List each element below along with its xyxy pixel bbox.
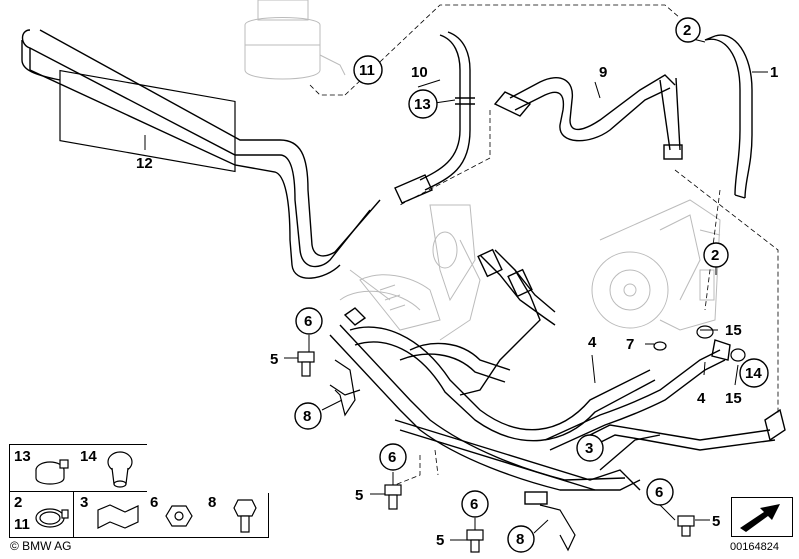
svg-text:6: 6 xyxy=(388,449,396,466)
svg-text:14: 14 xyxy=(745,365,762,382)
callout-15-b: 15 xyxy=(725,390,742,407)
svg-text:6: 6 xyxy=(304,313,312,330)
svg-text:8: 8 xyxy=(516,531,524,548)
callout-12: 12 xyxy=(136,155,153,172)
steering-gear-ghost xyxy=(339,204,481,341)
svg-text:3: 3 xyxy=(585,440,593,457)
diagram-code: 00164824 xyxy=(730,541,779,553)
svg-text:1: 1 xyxy=(770,64,778,81)
svg-text:5: 5 xyxy=(355,487,363,504)
callout-6-c: 6 xyxy=(461,490,489,518)
return-line-10 xyxy=(394,31,475,204)
legend-3-label: 3 xyxy=(80,494,89,511)
svg-text:15: 15 xyxy=(725,390,742,407)
bolt-5-d xyxy=(677,515,695,537)
power-steering-pump-ghost xyxy=(591,199,721,331)
callout-11: 11 xyxy=(353,55,383,85)
callout-5-c: 5 xyxy=(436,532,444,549)
main-return-line xyxy=(329,307,661,505)
callout-6-d: 6 xyxy=(646,478,674,506)
svg-text:5: 5 xyxy=(270,351,278,368)
callout-13: 13 xyxy=(408,89,438,119)
bolt-5-a xyxy=(297,351,315,377)
pressure-hose-9 xyxy=(493,74,683,160)
suction-hose-1 xyxy=(704,34,753,199)
callout-4-b: 4 xyxy=(697,390,706,407)
svg-text:5: 5 xyxy=(436,532,444,549)
reservoir-ghost xyxy=(244,0,346,80)
forward-arrow-icon xyxy=(740,504,780,532)
legend-box-spacer xyxy=(147,444,269,493)
callout-2-pump: 2 xyxy=(703,242,729,268)
svg-text:12: 12 xyxy=(136,155,153,172)
legend-14-label: 14 xyxy=(80,448,97,465)
callout-10: 10 xyxy=(411,64,428,81)
callout-6-b: 6 xyxy=(379,443,407,471)
callout-4-a: 4 xyxy=(588,334,597,351)
callout-15-a: 15 xyxy=(725,322,742,339)
callout-7: 7 xyxy=(626,336,634,353)
svg-text:6: 6 xyxy=(470,496,478,513)
svg-text:7: 7 xyxy=(626,336,634,353)
clamp-band-icon xyxy=(35,508,69,528)
svg-text:4: 4 xyxy=(697,390,706,407)
brand-copyright: © BMW AG xyxy=(10,539,72,553)
callout-9: 9 xyxy=(599,64,607,81)
callout-6-a: 6 xyxy=(295,307,323,335)
hex-nut-icon xyxy=(165,505,193,527)
svg-text:5: 5 xyxy=(712,513,720,530)
callout-5-a: 5 xyxy=(270,351,278,368)
legend-6-label: 6 xyxy=(150,494,159,511)
callout-5-d: 5 xyxy=(712,513,720,530)
svg-text:11: 11 xyxy=(359,62,375,79)
svg-text:2: 2 xyxy=(683,22,691,39)
callout-3: 3 xyxy=(576,434,604,462)
rack-hoses xyxy=(399,248,556,396)
cooler-coil xyxy=(21,29,381,279)
callout-8-a: 8 xyxy=(294,402,322,430)
hose-clamp-icon xyxy=(35,459,69,485)
svg-text:13: 13 xyxy=(414,96,431,113)
svg-text:6: 6 xyxy=(655,484,663,501)
callout-1: 1 xyxy=(770,64,778,81)
callout-2-top: 2 xyxy=(675,17,701,43)
legend-8-label: 8 xyxy=(208,494,217,511)
forward-direction-box xyxy=(731,497,793,537)
svg-text:15: 15 xyxy=(725,322,742,339)
callout-8-b: 8 xyxy=(507,525,535,553)
bolts xyxy=(297,351,695,553)
callout-5-b: 5 xyxy=(355,487,363,504)
svg-text:9: 9 xyxy=(599,64,607,81)
svg-text:8: 8 xyxy=(303,408,311,425)
lower-lines xyxy=(349,326,786,451)
legend-2-label: 2 xyxy=(14,494,23,511)
legend-13-label: 13 xyxy=(14,448,31,465)
brackets xyxy=(329,359,576,552)
hex-bolt-icon xyxy=(233,499,257,533)
seal-rings xyxy=(653,325,746,362)
svg-text:4: 4 xyxy=(588,334,597,351)
legend-11-label: 11 xyxy=(14,516,30,533)
svg-text:10: 10 xyxy=(411,64,428,81)
callout-14: 14 xyxy=(739,358,769,388)
bracket-clip-icon xyxy=(97,504,139,529)
svg-text:2: 2 xyxy=(711,247,719,264)
plug-icon xyxy=(107,451,133,488)
